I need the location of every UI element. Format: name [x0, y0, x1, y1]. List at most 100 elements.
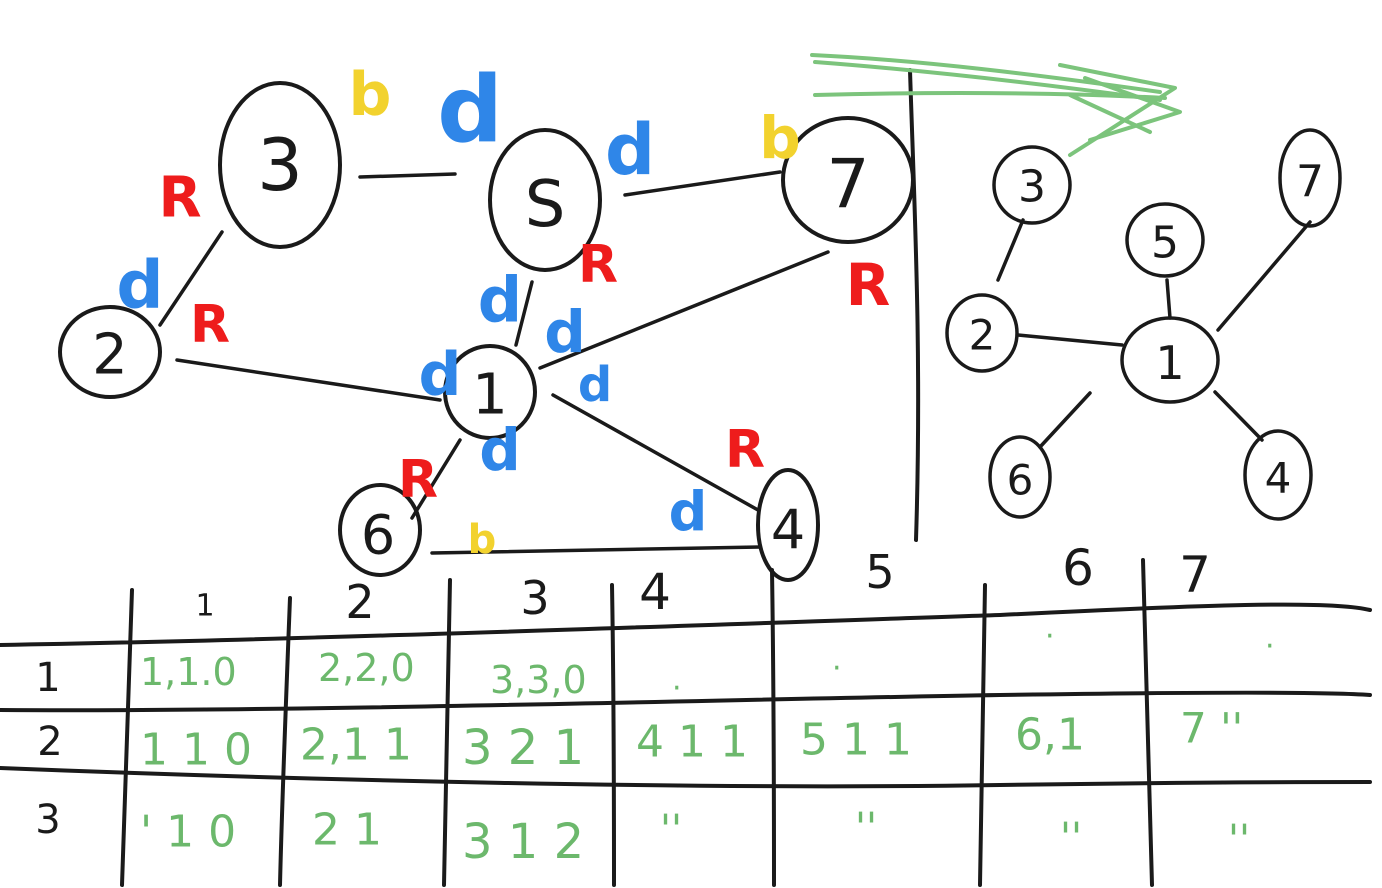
- annotation-d: d: [578, 357, 612, 413]
- table-vline: [442, 578, 452, 887]
- tree-node-label: 2: [969, 311, 996, 360]
- table-hline-2: [0, 766, 1372, 789]
- edge-5-1: [514, 280, 534, 347]
- table-grid: [0, 558, 1372, 887]
- graph-node-label: 7: [826, 146, 869, 225]
- tree-edge-1-4: [1213, 390, 1264, 442]
- tree-edge-3-2: [996, 218, 1025, 282]
- table-cell: 7 '': [1180, 704, 1243, 753]
- annotation-d: d: [669, 481, 708, 544]
- table-row: ' 1 0 2 1 3 1 2 '' '' '' '': [140, 805, 1250, 871]
- row-header: 3: [35, 797, 60, 843]
- green-arrow: [810, 53, 1182, 157]
- graph-node-label: 6: [361, 504, 395, 567]
- annotation-r: R: [398, 450, 438, 510]
- table-row: 1,1.0 2,2,0 3,3,0 . . . .: [140, 611, 1275, 703]
- graph-node-label: 2: [92, 323, 128, 388]
- edge-5-7: [623, 170, 782, 197]
- table-cell: '': [855, 805, 877, 851]
- table-row-headers: 1 2 3: [35, 655, 62, 843]
- table-cell: 3 2 1: [462, 720, 584, 776]
- column-header: 7: [1179, 546, 1211, 604]
- table-cell: 2,1 1: [300, 720, 412, 771]
- annotation-r: R: [725, 420, 765, 480]
- table-cell: '': [1060, 815, 1082, 861]
- table-vline: [610, 583, 616, 887]
- table-column-headers: 1 2 3 4 5 6 7: [195, 539, 1210, 629]
- table-cell: 3 1 2: [462, 814, 584, 870]
- annotation-r: R: [158, 166, 201, 231]
- tree-node-label: 5: [1151, 218, 1179, 269]
- annotation-d: d: [437, 57, 503, 164]
- tree-edge-2-1: [1016, 333, 1124, 347]
- table-row: 1 1 0 2,1 1 3 2 1 4 1 1 5 1 1 6,1 7 '': [140, 704, 1243, 777]
- graph-node-5: S: [488, 128, 602, 272]
- column-header: 2: [345, 575, 374, 629]
- table-hline-top: [0, 602, 1372, 647]
- tree-node-4: 4: [1243, 429, 1313, 521]
- table-cell: 4 1 1: [636, 717, 748, 768]
- row-header: 1: [35, 655, 60, 701]
- table-cell: 2 1: [312, 805, 382, 856]
- column-header: 3: [520, 571, 549, 625]
- column-header: 5: [865, 545, 894, 599]
- tree-node-label: 3: [1018, 162, 1046, 213]
- tree-node-2: 2: [945, 293, 1019, 373]
- table-vline: [278, 596, 292, 887]
- graph-node-label: 3: [257, 123, 303, 207]
- table-cell: .: [1265, 621, 1275, 656]
- graph-node-label: 4: [771, 499, 805, 562]
- table-cell: .: [672, 663, 682, 698]
- annotation-r: R: [846, 251, 891, 319]
- graph-node-6: 6: [338, 483, 422, 577]
- table-cell: 2,2,0: [318, 646, 415, 690]
- annotation-d: d: [419, 340, 462, 410]
- annotation-r: R: [578, 235, 618, 295]
- annotation-d: d: [544, 298, 586, 366]
- column-header: 1: [195, 589, 214, 624]
- edge-6-4: [430, 545, 762, 555]
- table-cell: 1 1 0: [140, 725, 252, 776]
- edge-1-7: [538, 250, 830, 370]
- tree-node-label: 1: [1155, 336, 1184, 390]
- annotation-d: d: [605, 109, 655, 191]
- edge-1-4: [551, 393, 760, 512]
- annotation-d: d: [479, 416, 521, 484]
- tree-node-label: 6: [1007, 456, 1034, 505]
- graph-node-label: S: [525, 168, 566, 242]
- tree-node-3: 3: [992, 145, 1072, 225]
- table-cell: 5 1 1: [800, 715, 912, 766]
- tree-node-5: 5: [1125, 202, 1205, 278]
- graph-node-1: 1: [443, 344, 537, 440]
- table-vline: [120, 588, 134, 887]
- left-graph-nodes: 3 S 7 2 1 6 4: [58, 81, 915, 582]
- tree-node-label: 4: [1265, 454, 1292, 503]
- annotation-d: d: [116, 247, 163, 324]
- tree-node-label: 7: [1296, 157, 1324, 208]
- tree-edge-1-6: [1038, 391, 1092, 449]
- table-cell: ' 1 0: [140, 807, 236, 858]
- table-cell: '': [1228, 817, 1250, 863]
- tree-edge-5-1: [1165, 278, 1172, 320]
- graph-node-2: 2: [58, 305, 162, 399]
- table-hline-1: [0, 690, 1372, 713]
- column-header: 4: [639, 563, 671, 621]
- row-header: 2: [37, 719, 62, 765]
- graph-node-4: 4: [756, 468, 820, 582]
- tree-edge-7-1: [1216, 220, 1312, 332]
- annotation-r: R: [190, 295, 230, 355]
- table-vline: [978, 583, 987, 887]
- table-cell: .: [1045, 611, 1055, 646]
- right-tree-edges: [996, 218, 1312, 449]
- edge-annotations: b R d d b R R d R d d d d d R R d b: [116, 57, 890, 564]
- divider-line: [908, 68, 921, 542]
- annotation-b: b: [759, 104, 801, 172]
- column-header: 6: [1062, 539, 1094, 597]
- edge-3-5: [358, 172, 457, 179]
- left-graph-edges: [158, 170, 830, 555]
- tree-node-7: 7: [1278, 128, 1342, 228]
- edge-1-6: [410, 438, 462, 520]
- graph-node-3: 3: [218, 81, 342, 249]
- table-cell: 1,1.0: [140, 650, 237, 694]
